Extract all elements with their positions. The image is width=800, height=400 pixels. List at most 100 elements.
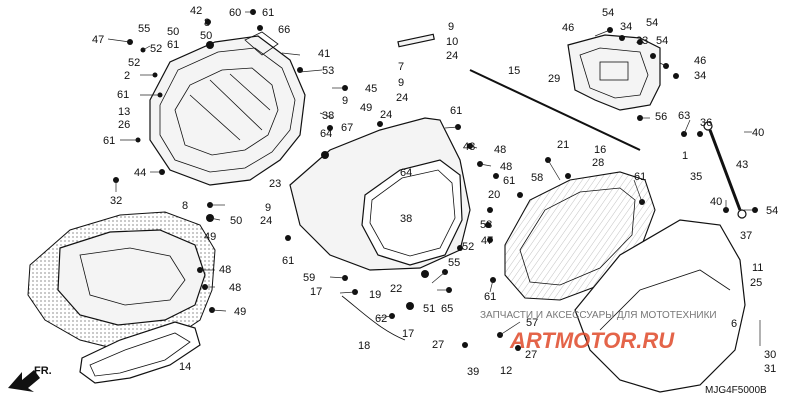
callout-10: 10: [446, 36, 458, 48]
callout-17: 17: [310, 286, 322, 298]
callout-52: 52: [462, 241, 474, 253]
callout-17: 17: [402, 328, 414, 340]
gasket-14: [79, 321, 201, 384]
callout-12: 12: [500, 365, 512, 377]
callout-50: 50: [230, 215, 242, 227]
callout-64: 64: [400, 167, 412, 179]
callouts: 47 55 52 50 61 2 52 61 13 26 61 44 32 42…: [92, 5, 778, 378]
callout-55: 55: [448, 257, 460, 269]
callout-38: 38: [400, 213, 412, 225]
callout-30: 30: [764, 349, 776, 361]
callout-48: 48: [463, 141, 475, 153]
callout-37: 37: [740, 230, 752, 242]
callout-46: 46: [562, 22, 574, 34]
callout-9: 9: [398, 77, 404, 89]
callout-58: 58: [531, 172, 543, 184]
cable-18: [341, 295, 406, 341]
callout-62: 62: [375, 313, 387, 325]
callout-23: 23: [269, 178, 281, 190]
callout-50: 50: [167, 26, 179, 38]
saddlebag-outer-panel: [289, 117, 471, 271]
callout-66: 66: [278, 24, 290, 36]
callout-47: 47: [481, 235, 493, 247]
callout-15: 15: [508, 65, 520, 77]
callout-54: 54: [602, 7, 614, 19]
callout-9: 9: [265, 202, 271, 214]
callout-52: 52: [150, 43, 162, 55]
callout-40: 40: [752, 127, 764, 139]
callout-58: 58: [480, 219, 492, 231]
callout-24: 24: [260, 215, 272, 227]
callout-42: 42: [190, 5, 202, 17]
saddlebag-lid-left: [27, 211, 216, 351]
callout-56: 56: [655, 111, 667, 123]
callout-49: 49: [234, 306, 246, 318]
front-label: FR.: [34, 365, 52, 377]
callout-38: 38: [322, 110, 334, 122]
callout-36: 36: [700, 117, 712, 129]
callout-61: 61: [634, 171, 646, 183]
callout-7: 7: [398, 61, 404, 73]
saddlebag-cover-right: [574, 219, 746, 393]
callout-67: 67: [341, 122, 353, 134]
callout-61: 61: [117, 89, 129, 101]
callout-61: 61: [167, 39, 179, 51]
callout-43: 43: [736, 159, 748, 171]
callout-40: 40: [710, 196, 722, 208]
strap-15: [469, 69, 641, 151]
saddlebag-inner-frame: [149, 31, 306, 186]
watermark-text: ЗАПЧАСТИ И АКСЕССУАРЫ ДЛЯ МОТОТЕХНИКИ: [480, 310, 717, 321]
callout-28: 28: [592, 157, 604, 169]
callout-57: 57: [526, 317, 538, 329]
callout-24: 24: [396, 92, 408, 104]
callout-26: 26: [118, 119, 130, 131]
callout-29: 29: [548, 73, 560, 85]
callout-51: 51: [423, 303, 435, 315]
seal-10: [397, 33, 435, 48]
callout-49: 49: [204, 231, 216, 243]
callout-52: 52: [128, 57, 140, 69]
callout-48: 48: [500, 161, 512, 173]
callout-48: 48: [494, 144, 506, 156]
callout-45: 45: [365, 83, 377, 95]
callout-61: 61: [503, 175, 515, 187]
callout-61: 61: [103, 135, 115, 147]
callout-14: 14: [179, 361, 191, 373]
callout-1: 1: [682, 150, 688, 162]
callout-47: 47: [92, 34, 104, 46]
callout-24: 24: [380, 109, 392, 121]
callout-24: 24: [446, 50, 458, 62]
callout-21: 21: [557, 139, 569, 151]
callout-27: 27: [525, 349, 537, 361]
callout-60: 60: [229, 7, 241, 19]
callout-61: 61: [484, 291, 496, 303]
callout-63: 63: [678, 110, 690, 122]
callout-18: 18: [358, 340, 370, 352]
leader-lines: [107, 11, 761, 346]
callout-31: 31: [764, 363, 776, 375]
callout-35: 35: [690, 171, 702, 183]
callout-48: 48: [219, 264, 231, 276]
callout-48: 48: [229, 282, 241, 294]
callout-32: 32: [110, 195, 122, 207]
callout-20: 20: [488, 189, 500, 201]
callout-54: 54: [766, 205, 778, 217]
callout-8: 8: [182, 200, 188, 212]
callout-16: 16: [594, 144, 606, 156]
callout-27: 27: [432, 339, 444, 351]
callout-34: 34: [620, 21, 632, 33]
callout-54: 54: [646, 17, 658, 29]
callout-9: 9: [342, 95, 348, 107]
callout-61: 61: [450, 105, 462, 117]
callout-2: 2: [124, 70, 130, 82]
callout-22: 22: [390, 283, 402, 295]
callout-59: 59: [303, 272, 315, 284]
callout-13: 13: [118, 106, 130, 118]
callout-50: 50: [200, 30, 212, 42]
callout-64: 64: [320, 128, 332, 140]
callout-54: 54: [656, 35, 668, 47]
diagram-code: MJG4F5000B: [705, 385, 767, 396]
callout-44: 44: [134, 167, 146, 179]
callout-46: 46: [694, 55, 706, 67]
callout-61: 61: [262, 7, 274, 19]
